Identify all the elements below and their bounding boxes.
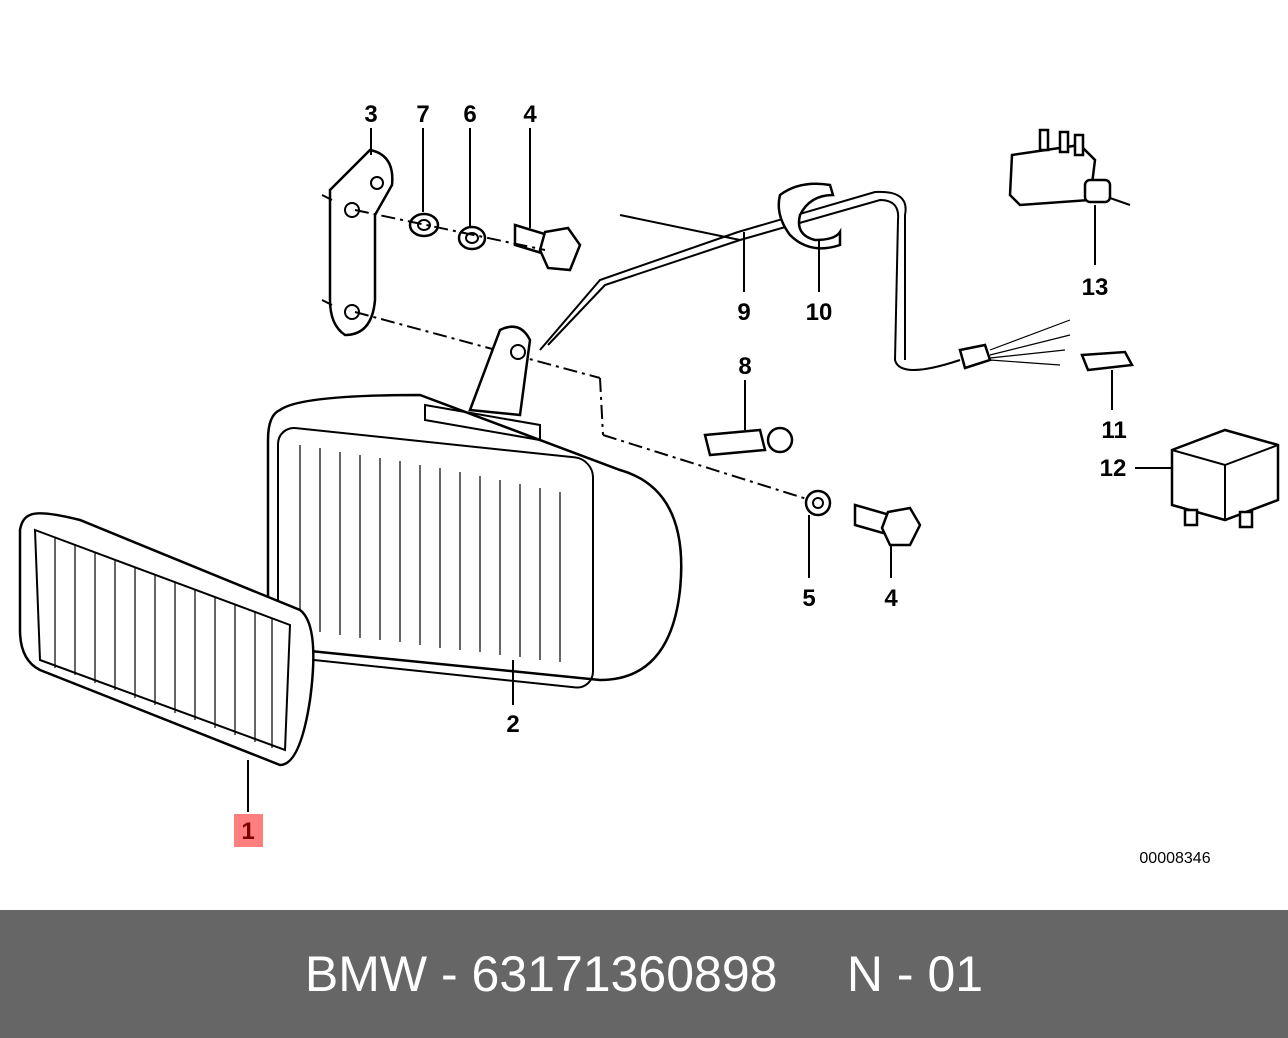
callout-3[interactable]: 3 — [364, 101, 377, 128]
callout-1[interactable]: 1 — [241, 818, 254, 845]
part-number: 63171360898 — [471, 946, 778, 1002]
callout-11[interactable]: 11 — [1101, 417, 1126, 444]
mounting-bracket — [321, 148, 394, 337]
callout-highlight — [234, 814, 263, 847]
part-footer: BMW - 63171360898 N - 01 — [0, 910, 1288, 1038]
parts-diagram: 3 7 6 4 9 10 13 8 11 12 5 4 2 1 00008346 — [18, 101, 1280, 867]
callout-13[interactable]: 13 — [1082, 274, 1109, 301]
bulb — [703, 380, 794, 457]
callout-2[interactable]: 2 — [506, 711, 519, 738]
callout-4-bottom[interactable]: 4 — [884, 585, 898, 612]
separator: - — [427, 946, 472, 1002]
headlight-housing — [266, 325, 683, 705]
washer-7 — [408, 212, 440, 238]
lock-washer-6 — [457, 225, 487, 251]
diagram-number: 00008346 — [1139, 850, 1210, 867]
bolt-4-bottom — [853, 503, 922, 578]
switch — [1008, 128, 1131, 265]
callout-4-top[interactable]: 4 — [523, 101, 537, 128]
spacer — [777, 945, 846, 1003]
callout-6[interactable]: 6 — [463, 101, 476, 128]
relay — [1135, 428, 1280, 529]
cable-harness — [539, 182, 1071, 371]
callout-7[interactable]: 7 — [416, 101, 429, 128]
brand: BMW — [304, 946, 428, 1002]
callout-5[interactable]: 5 — [802, 585, 815, 612]
bolt-4-top — [513, 223, 582, 272]
section-code: N - 01 — [846, 946, 984, 1002]
headlight-lens — [18, 512, 315, 812]
callout-9[interactable]: 9 — [737, 299, 750, 326]
callout-8[interactable]: 8 — [738, 353, 751, 380]
connector — [1080, 350, 1134, 410]
callout-10[interactable]: 10 — [806, 299, 833, 326]
tooth-washer-5 — [804, 489, 832, 578]
callout-12[interactable]: 12 — [1100, 455, 1127, 482]
